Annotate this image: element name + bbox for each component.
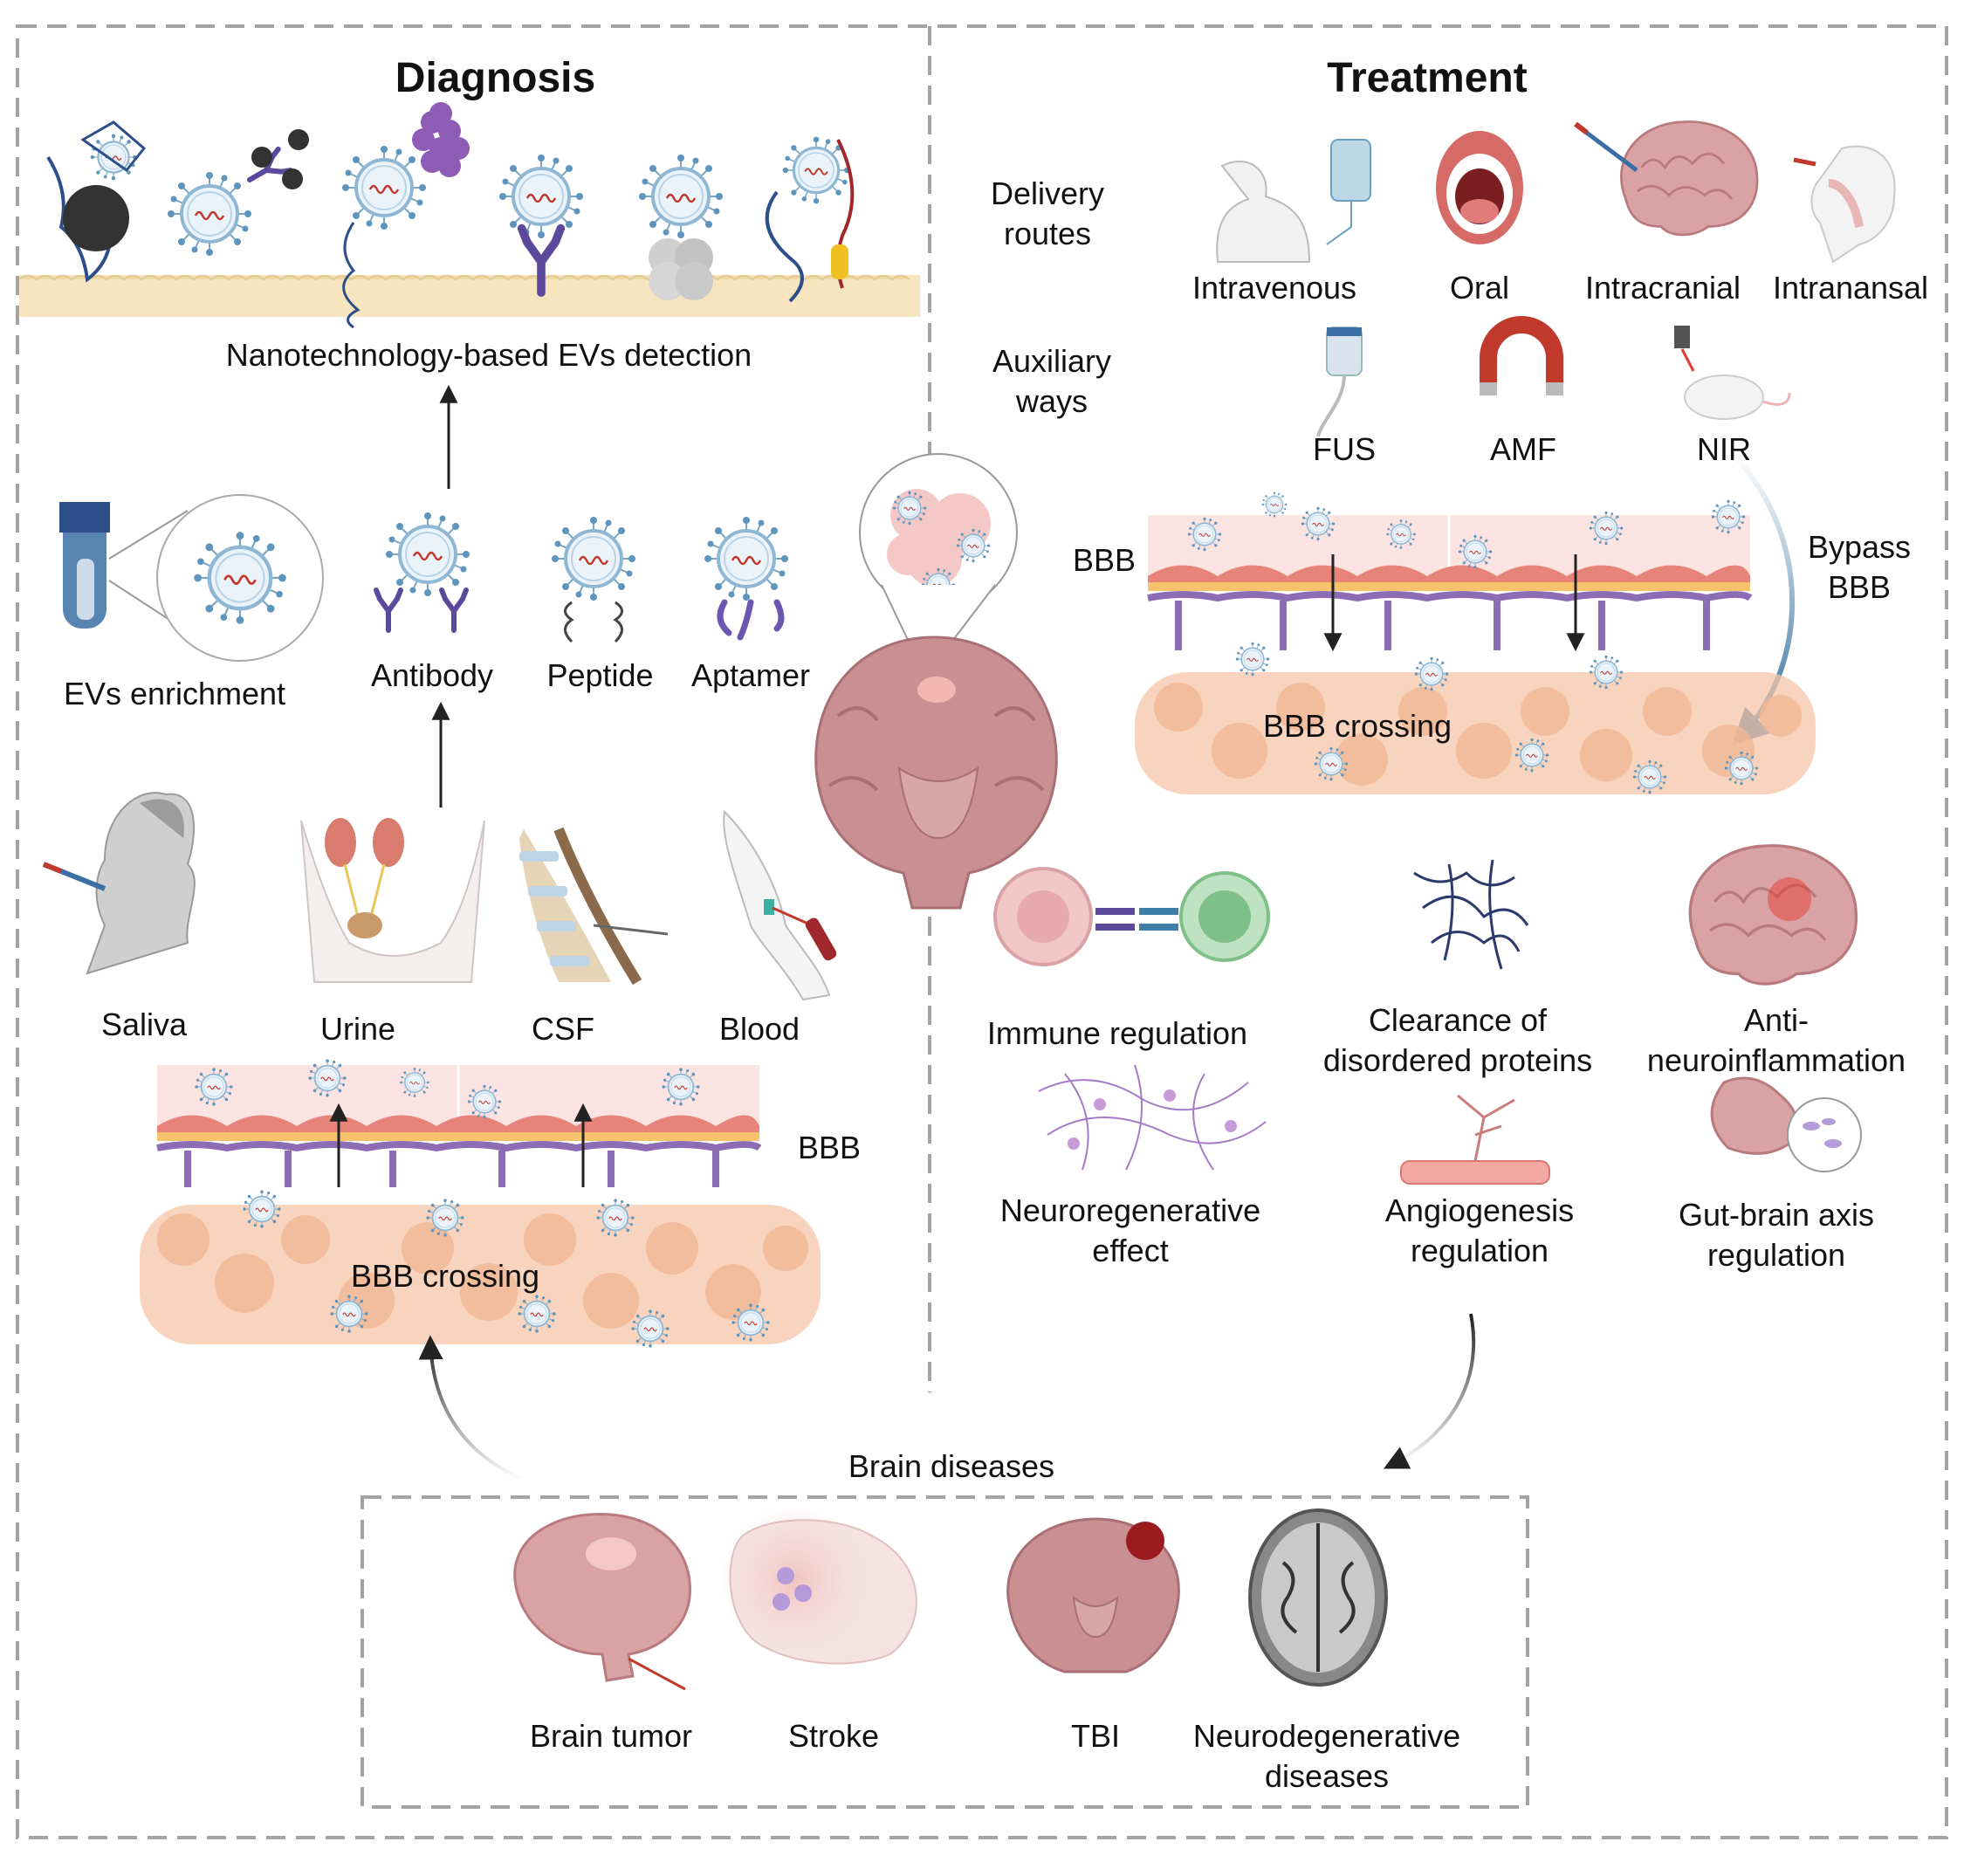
immune-regulation-illustration <box>993 867 1270 966</box>
capture-probe-antibody <box>376 511 471 630</box>
detection-probes <box>46 102 855 329</box>
fus-illustration <box>1316 326 1363 437</box>
route-label-intravenous: Intravenous <box>1191 270 1357 306</box>
enrichment-illustration <box>59 494 324 662</box>
blood-illustration <box>723 809 837 1001</box>
protein-clearance-illustration <box>1413 859 1529 970</box>
gut-brain-axis-illustration <box>1710 1076 1862 1172</box>
diagnosis-title: Diagnosis <box>395 55 596 101</box>
disease-label-tbi: TBI <box>1070 1718 1120 1754</box>
disease-label-brain-tumor: Brain tumor <box>529 1718 693 1754</box>
route-label-intracranial: Intracranial <box>1584 270 1741 306</box>
neurodegenerative-illustration <box>1248 1508 1388 1687</box>
neuroregenerative-illustration <box>1038 1064 1267 1171</box>
effect-label-anti-inflammation-line1: Anti- <box>1743 1002 1809 1038</box>
intranasal-illustration <box>1793 145 1896 264</box>
arrow-treatment-to-diseases <box>1383 1313 1476 1469</box>
route-label-oral: Oral <box>1449 270 1509 306</box>
effect-label-gut-brain-line1: Gut-brain axis <box>1678 1197 1875 1233</box>
anti-neuroinflammation-illustration <box>1688 844 1858 986</box>
bypass-label-line1: Bypass <box>1807 529 1912 565</box>
biofluid-label-blood: Blood <box>718 1011 800 1047</box>
angiogenesis-illustration <box>1400 1094 1550 1185</box>
stroke-illustration <box>720 1506 917 1665</box>
biofluid-label-saliva: Saliva <box>100 1007 188 1042</box>
central-brain-section <box>814 453 1058 910</box>
probe-label-aptamer: Aptamer <box>690 657 811 693</box>
effect-label-neuroregenerative-line1: Neuroregenerative <box>999 1192 1261 1228</box>
auxiliary-ways-label-line2: ways <box>1015 383 1088 419</box>
intravenous-illustration <box>1216 139 1371 263</box>
biofluid-label-csf: CSF <box>532 1011 594 1047</box>
treatment-title: Treatment <box>1327 55 1528 101</box>
nir-illustration <box>1674 326 1791 420</box>
treatment-bbb-label: BBB <box>1072 542 1137 578</box>
aux-label-amf: AMF <box>1490 431 1556 467</box>
disease-label-neurodegenerative-line1: Neurodegenerative <box>1192 1718 1461 1754</box>
tbi-illustration <box>1006 1517 1180 1673</box>
effect-label-immune: Immune regulation <box>986 1015 1248 1051</box>
route-label-intranasal: Intranansal <box>1772 270 1929 306</box>
arrow-diseases-to-diagnosis <box>418 1335 525 1481</box>
diagnosis-bbb-label: BBB <box>797 1130 862 1165</box>
effect-label-neuroregenerative-line2: effect <box>1092 1233 1169 1268</box>
amf-illustration <box>1480 316 1563 395</box>
disease-label-stroke: Stroke <box>787 1718 880 1754</box>
delivery-routes-label-line1: Delivery <box>990 175 1105 211</box>
treatment-bbb-layer <box>1147 491 1753 652</box>
capture-probe-peptide <box>550 515 637 643</box>
diagnosis-bbb-layer <box>156 1058 762 1187</box>
aux-label-fus: FUS <box>1313 431 1376 467</box>
treatment-brain-tissue <box>1135 641 1816 795</box>
detection-substrate <box>18 275 920 317</box>
brain-tumor-illustration <box>513 1512 691 1691</box>
delivery-routes-label-line2: routes <box>1003 216 1092 251</box>
effect-label-anti-inflammation-line2: neuroinflammation <box>1646 1042 1906 1078</box>
treatment-crossing-label: BBB crossing <box>1262 708 1452 744</box>
diagnosis-crossing-label: BBB crossing <box>350 1258 540 1294</box>
effect-label-clearance-line2: disordered proteins <box>1322 1042 1593 1078</box>
probe-label-antibody: Antibody <box>370 657 494 693</box>
aux-label-nir: NIR <box>1697 431 1751 467</box>
effect-label-clearance-line1: Clearance of <box>1368 1002 1548 1038</box>
intracranial-illustration <box>1574 120 1759 237</box>
bypass-label-line2: BBB <box>1827 569 1892 605</box>
csf-illustration <box>519 827 669 986</box>
effect-label-angiogenesis-line2: regulation <box>1410 1233 1549 1268</box>
diseases-frame <box>361 1495 1529 1809</box>
biofluid-label-urine: Urine <box>319 1011 396 1047</box>
saliva-illustration <box>42 792 196 975</box>
probe-label-peptide: Peptide <box>546 657 654 693</box>
enrichment-label: EVs enrichment <box>63 676 286 711</box>
diseases-title: Brain diseases <box>848 1448 1055 1484</box>
effect-label-gut-brain-line2: regulation <box>1706 1237 1846 1273</box>
diagnosis-brain-tissue <box>140 1189 821 1349</box>
disease-label-neurodegenerative-line2: diseases <box>1264 1758 1390 1794</box>
detection-label: Nanotechnology-based EVs detection <box>225 337 752 373</box>
capture-probe-aptamer <box>703 515 790 641</box>
urine-illustration <box>300 818 485 983</box>
auxiliary-ways-label-line1: Auxiliary <box>992 343 1112 379</box>
outer-frame <box>16 24 1948 1839</box>
effect-label-angiogenesis-line1: Angiogenesis <box>1384 1192 1575 1228</box>
oral-illustration <box>1436 131 1523 244</box>
